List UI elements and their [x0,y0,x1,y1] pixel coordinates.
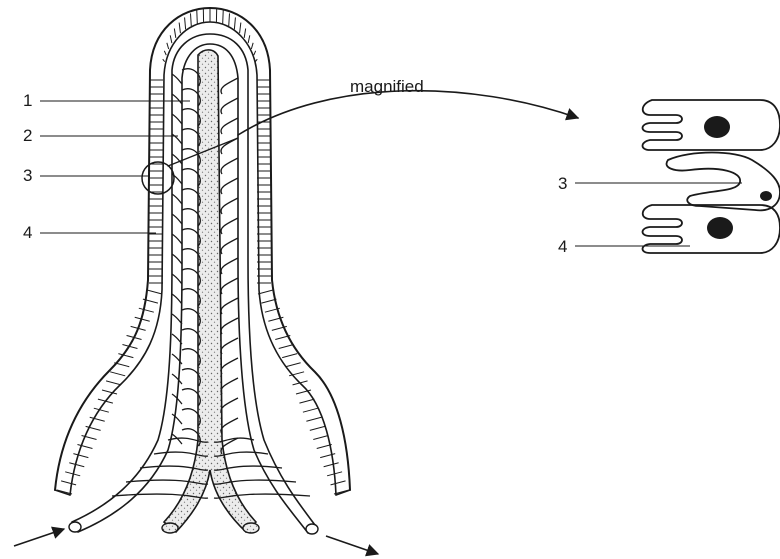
lacteal [162,50,259,533]
magnified-cells [643,100,780,253]
label-3: 3 [23,166,32,185]
goblet-cell [667,153,780,211]
nucleus-top [704,116,730,138]
nucleus-bottom [707,217,733,239]
label-2: 2 [23,126,32,145]
blood-in-arrow [14,529,64,546]
magnified-arrow [238,91,578,135]
mag-label-3: 3 [558,174,567,193]
label-4: 4 [23,223,32,242]
label-1: 1 [23,91,32,110]
nucleus-middle [760,191,772,201]
caption-magnified: magnified [350,77,424,96]
mag-label-4: 4 [558,237,567,256]
capillary-network [69,34,318,534]
blood-out-arrow [326,536,378,554]
